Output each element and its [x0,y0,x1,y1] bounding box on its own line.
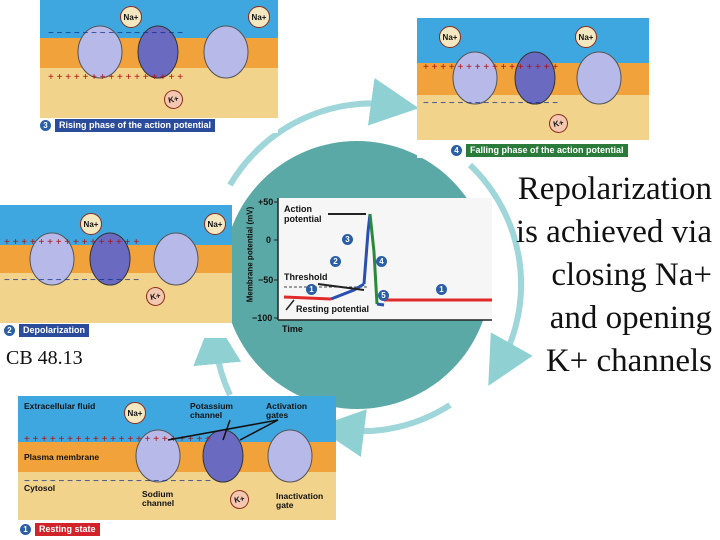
cycle-arrow-bottom [316,402,452,457]
label-activation-gates: Activation gates [266,401,308,420]
label-action-potential: Action potential [284,204,322,224]
label-potassium-channel: Potassium channel [190,401,233,420]
graph-xlabel: Time [282,324,303,334]
panel-falling: + + + + + + + + + + + + + + + + − − − − … [417,18,649,158]
marker-1b: 1 [436,284,447,295]
curve-depolarization [330,282,365,301]
svg-text:− − − − − − − − − − − − − − −: − − − − − − − − − − − − − − − − [48,28,183,39]
panel-depolarization: + + + + + + + + + + + + + + + + − − − − … [0,205,232,338]
caption-depolarization: 2 Depolarization [4,324,90,337]
tick-minus100: −100 [252,313,273,323]
ion-na-2: Na+ [248,6,270,28]
graph-ylabel: Membrane potential (mV) [245,206,255,303]
ion-na-2: Na+ [575,26,597,48]
label-cytosol: Cytosol [24,483,56,493]
label-extracellular: Extracellular fluid [24,401,96,411]
label-inactivation-gate: Inactivation gate [276,491,324,510]
curve-falling [368,213,379,305]
repolarization-text: Repolarization is achieved via closing N… [516,168,712,383]
caption-text: Depolarization [19,324,90,337]
figure-reference: CB 48.13 [6,347,83,369]
caption-number: 4 [451,145,462,156]
caption-number: 2 [4,325,15,336]
tick-minus50: −50 [258,275,274,285]
marker-3: 3 [342,234,353,245]
marker-5: 5 [378,290,389,301]
text-line-2: is achieved via [515,214,712,250]
text-line-5: K+ channels [545,343,712,379]
label-resting-potential: Resting potential [296,304,370,314]
ion-na-1: Na+ [80,213,102,235]
ion-na: Na+ [124,402,146,424]
panel-resting: + + + + + + + + + + + + + + + + + + + + … [18,396,336,540]
curve-undershoot [376,302,385,307]
svg-text:− − − − − − − − − − − − − − −: − − − − − − − − − − − − − − − − − − − − … [24,476,211,487]
ion-na-1: Na+ [439,26,461,48]
svg-text:+ + + + + + + + + + + + + + +: + + + + + + + + + + + + + + + + + + + + … [24,434,211,445]
caption-number: 3 [40,120,51,131]
text-line-1: Repolarization [517,171,712,207]
tick-0: 0 [266,235,272,245]
caption-text: Falling phase of the action potential [466,144,628,157]
marker-4: 4 [376,256,387,267]
caption-falling: 4 Falling phase of the action potential [451,144,628,157]
tick-plus50: +50 [258,197,274,207]
label-sodium-channel: Sodium channel [142,489,175,508]
svg-text:− − − − − − − − − − − − − − −: − − − − − − − − − − − − − − − − [423,98,558,109]
curve-resting [283,295,332,301]
action-potential-graph: Membrane potential (mV) +50 0 −50 −100 A… [236,192,494,337]
svg-text:+ + + + + + + + + + + + + + +: + + + + + + + + + + + + + + + + [423,62,558,73]
cycle-arrow-right [467,162,533,386]
marker-1: 1 [306,284,317,295]
svg-text:+ + + + + + + + + + + + + + +: + + + + + + + + + + + + + + + + [48,72,183,83]
panel-rising: − − − − − − − − − − − − − − − − + + + + … [40,0,278,133]
caption-rising: 3 Rising phase of the action potential [40,119,216,132]
label-threshold: Threshold [284,272,328,282]
caption-number: 1 [20,524,31,535]
cycle-arrow-top [227,77,419,187]
caption-resting: 1 Resting state [20,523,100,536]
ion-na-2: Na+ [204,213,226,235]
text-line-3: closing Na+ [551,257,712,293]
caption-text: Rising phase of the action potential [55,119,216,132]
marker-2: 2 [330,256,341,267]
ion-na-1: Na+ [120,6,142,28]
text-line-4: and opening [549,300,712,336]
caption-text: Resting state [35,523,100,536]
cycle-arrow-left [193,316,242,397]
svg-text:+ + + + + + + + + + + + + + +: + + + + + + + + + + + + + + + + [4,237,139,248]
svg-text:− − − − − − − − − − − − − − −: − − − − − − − − − − − − − − − − [4,275,139,286]
label-membrane: Plasma membrane [24,452,100,462]
